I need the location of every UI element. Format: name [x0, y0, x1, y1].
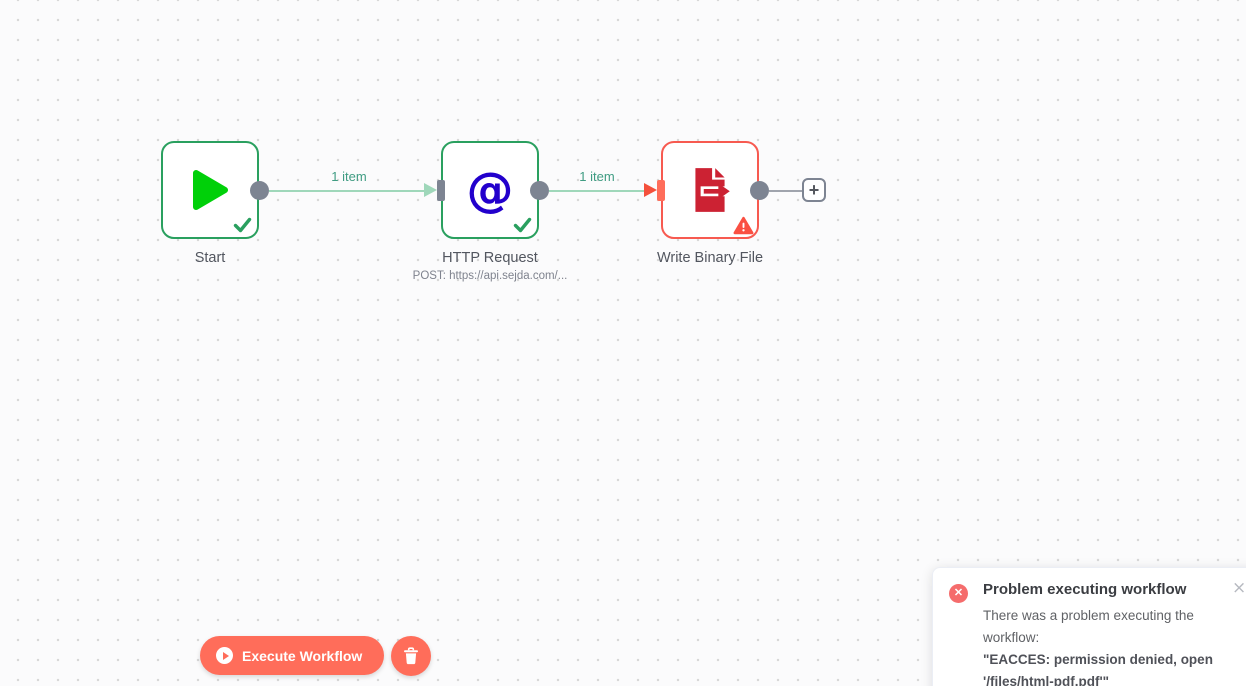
- error-warning-icon: [733, 216, 754, 235]
- execute-workflow-button[interactable]: Execute Workflow: [200, 636, 385, 675]
- connection-items-label: 1 item: [579, 169, 615, 184]
- at-icon: @: [466, 162, 514, 218]
- node-label-http-request: HTTP Request: [442, 250, 538, 266]
- connection-arrow-icon: [424, 183, 437, 197]
- play-icon: [193, 170, 228, 210]
- success-check-icon: [513, 217, 532, 233]
- error-icon-glyph: ✕: [953, 587, 964, 599]
- connection-http-write[interactable]: [549, 190, 645, 192]
- toast-close-icon[interactable]: ×: [1232, 578, 1246, 598]
- trash-icon: [404, 647, 418, 665]
- play-circle-icon: [216, 647, 233, 664]
- output-endpoint-http[interactable]: [530, 181, 549, 200]
- success-check-icon: [233, 217, 252, 233]
- node-http-request[interactable]: @: [441, 141, 539, 239]
- toast-message: There was a problem executing the workfl…: [983, 605, 1237, 686]
- connection-items-label: 1 item: [331, 169, 367, 184]
- toast-error-detail: "EACCES: permission denied, open '/files…: [983, 652, 1213, 686]
- node-write-binary-file[interactable]: [661, 141, 759, 239]
- connection-arrow-icon: [644, 183, 657, 197]
- add-node-button[interactable]: +: [802, 178, 826, 202]
- input-endpoint-http[interactable]: [437, 180, 445, 201]
- file-export-icon: [695, 168, 730, 212]
- node-subtitle-http-request: POST: https://api.sejda.com/...: [412, 270, 568, 282]
- delete-workflow-button[interactable]: [391, 636, 431, 676]
- error-icon: ✕: [949, 584, 968, 603]
- node-label-write-binary-file: Write Binary File: [656, 250, 764, 266]
- node-start[interactable]: [161, 141, 259, 239]
- error-toast: ✕ Problem executing workflow × There was…: [932, 567, 1246, 686]
- toast-message-text: There was a problem executing the workfl…: [983, 608, 1194, 645]
- plus-icon: +: [808, 180, 820, 200]
- node-label-start: Start: [194, 250, 226, 266]
- connection-start-http[interactable]: [269, 190, 425, 192]
- output-endpoint-start[interactable]: [250, 181, 269, 200]
- connection-stub: [769, 190, 803, 192]
- output-endpoint-write[interactable]: [750, 181, 769, 200]
- execute-workflow-label: Execute Workflow: [242, 647, 363, 664]
- toast-title: Problem executing workflow: [983, 581, 1187, 598]
- input-endpoint-write[interactable]: [657, 180, 665, 201]
